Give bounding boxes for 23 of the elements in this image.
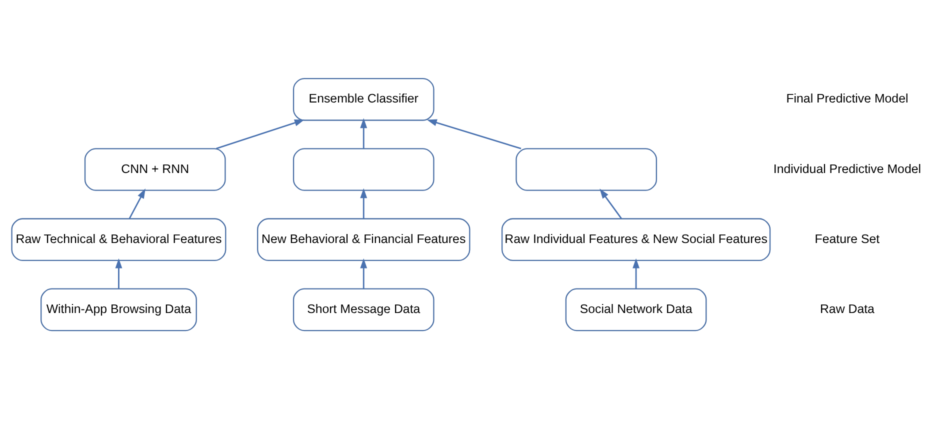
- node-box: Short Message Data: [292, 288, 434, 331]
- node-box: New Behavioral & Financial Features: [257, 218, 470, 261]
- label: Raw Data: [820, 301, 874, 316]
- arrow: [632, 258, 640, 288]
- node-box: Social Network Data: [565, 288, 707, 331]
- node-box: [516, 148, 658, 190]
- node-box: [292, 148, 434, 190]
- arrow: [360, 118, 368, 148]
- arrow: [128, 188, 146, 218]
- arrow: [216, 118, 305, 149]
- arrow: [426, 118, 522, 149]
- node-box: Within-App Browsing Data: [40, 288, 197, 331]
- label: Individual Predictive Model: [773, 161, 922, 176]
- node-box: Raw Technical & Behavioral Features: [11, 218, 226, 261]
- label: Final Predictive Model: [786, 91, 908, 106]
- label: Feature Set: [814, 231, 880, 246]
- arrow: [360, 188, 368, 218]
- node-box: Raw Individual Features & New Social Features: [501, 218, 771, 261]
- node-box: CNN + RNN: [84, 148, 226, 190]
- arrow: [115, 258, 122, 288]
- node-box: Ensemble Classifier: [292, 77, 434, 120]
- arrow: [600, 188, 622, 218]
- arrow: [360, 258, 368, 288]
